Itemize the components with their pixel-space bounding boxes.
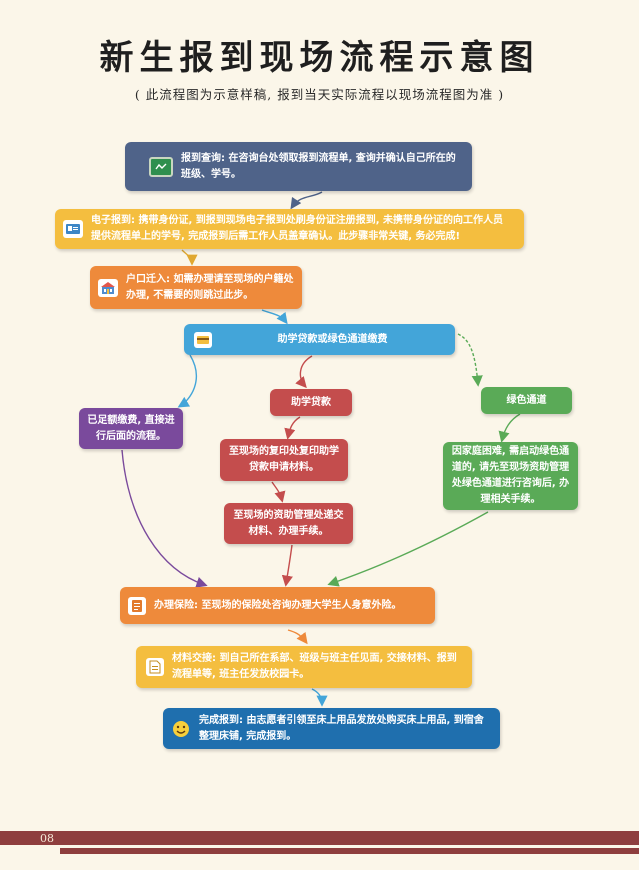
step-complete-label: 完成报到: — [199, 714, 243, 726]
page-number: 08 — [40, 832, 54, 845]
step-complete-text: 由志愿者引领至床上用品发放处购买床上用品, 到宿舍整理床铺, 完成报到。 — [199, 714, 484, 742]
step-hukou-text: 如需办理请至现场的户籍处办理, 不需要的则跳过此步。 — [126, 273, 294, 301]
document-icon — [128, 596, 146, 615]
arrow-paid-to-insurance — [121, 449, 208, 588]
step-query: 报到查询: 在咨询台处领取报到流程单, 查询并确认自己所在的班级、学号。 — [125, 142, 472, 191]
step-loan-copy-text: 至现场的复印处复印助学贷款申请材料。 — [229, 446, 339, 473]
step-insurance-label: 办理保险: — [154, 599, 198, 611]
step-materials-label: 材料交接: — [172, 653, 216, 664]
step-green-channel: 因家庭困难, 需启动绿色通道的, 请先至现场资助管理处绿色通道进行咨询后, 办理… — [443, 442, 578, 510]
arrow-query-to-electronic — [290, 191, 323, 210]
arrow-loan-to-step1 — [284, 416, 301, 440]
file-icon — [146, 658, 164, 676]
step-green-channel-text: 因家庭困难, 需启动绿色通道的, 请先至现场资助管理处绿色通道进行咨询后, 办理… — [451, 446, 570, 505]
arrow-payment-to-green — [457, 333, 483, 387]
arrow-green-to-step — [498, 413, 521, 443]
step-insurance: 办理保险: 至现场的保险处咨询办理大学生人身意外险。 — [120, 587, 435, 624]
step-insurance-text: 至现场的保险处咨询办理大学生人身意外险。 — [201, 599, 402, 611]
arrow-payment-to-loan — [295, 355, 313, 389]
arrow-step1-to-step2 — [271, 481, 286, 503]
step-electronic-label: 电子报到: — [91, 215, 135, 226]
step-loan-submit: 至现场的资助管理处递交材料、办理手续。 — [224, 503, 353, 544]
step-green-text: 绿色通道 — [506, 394, 547, 406]
step-payment: 助学贷款或绿色通道缴费 — [184, 324, 455, 355]
step-loan-submit-text: 至现场的资助管理处递交材料、办理手续。 — [233, 509, 344, 537]
arrow-insurance-to-materials — [287, 629, 308, 645]
footer-bar — [0, 831, 639, 845]
page-title: 新生报到现场流程示意图 — [99, 38, 540, 78]
step-complete: 完成报到: 由志愿者引领至床上用品发放处购买床上用品, 到宿舍整理床铺, 完成报… — [163, 708, 500, 749]
arrow-greenstep-to-insurance — [327, 511, 489, 587]
id-card-icon — [63, 220, 83, 238]
step-loan-text: 助学贷款 — [291, 396, 331, 408]
step-electronic-text: 携带身份证, 到报到现场电子报到处刷身份证注册报到, 未携带身份证的向工作人员提… — [91, 215, 504, 242]
arrow-step2-to-insurance — [281, 544, 293, 587]
arrow-materials-to-complete — [311, 688, 328, 707]
step-query-text: 在咨询台处领取报到流程单, 查询并确认自己所在的班级、学号。 — [181, 152, 456, 180]
arrow-hukou-to-payment — [261, 309, 288, 325]
step-query-label: 报到查询: — [181, 152, 225, 164]
blackboard-icon — [149, 156, 173, 177]
page-subtitle: ( 此流程图为示意样稿, 报到当天实际流程以现场流程图为准 ) — [134, 87, 505, 102]
step-green: 绿色通道 — [481, 387, 572, 414]
step-loan: 助学贷款 — [270, 389, 352, 416]
step-materials-text: 到自己所在系部、班级与班主任见面, 交接材料、报到流程单等, 班主任发放校园卡。 — [172, 653, 457, 680]
payment-icon — [194, 331, 212, 348]
step-hukou: 户口迁入: 如需办理请至现场的户籍处办理, 不需要的则跳过此步。 — [90, 266, 302, 309]
smiley-icon — [171, 719, 191, 739]
step-materials: 材料交接: 到自己所在系部、班级与班主任见面, 交接材料、报到流程单等, 班主任… — [136, 646, 472, 688]
arrow-payment-to-paid — [177, 354, 197, 408]
footer-bar-thin — [60, 848, 639, 854]
step-hukou-label: 户口迁入: — [126, 273, 170, 285]
step-electronic: 电子报到: 携带身份证, 到报到现场电子报到处刷身份证注册报到, 未携带身份证的… — [55, 209, 524, 249]
building-icon — [98, 278, 118, 297]
step-paid-text: 已足额缴费, 直接进行后面的流程。 — [87, 414, 175, 442]
step-paid: 已足额缴费, 直接进行后面的流程。 — [79, 408, 183, 449]
step-loan-copy: 至现场的复印处复印助学贷款申请材料。 — [220, 439, 348, 481]
step-payment-text: 助学贷款或绿色通道缴费 — [277, 333, 388, 345]
arrow-electronic-to-hukou — [181, 249, 198, 266]
